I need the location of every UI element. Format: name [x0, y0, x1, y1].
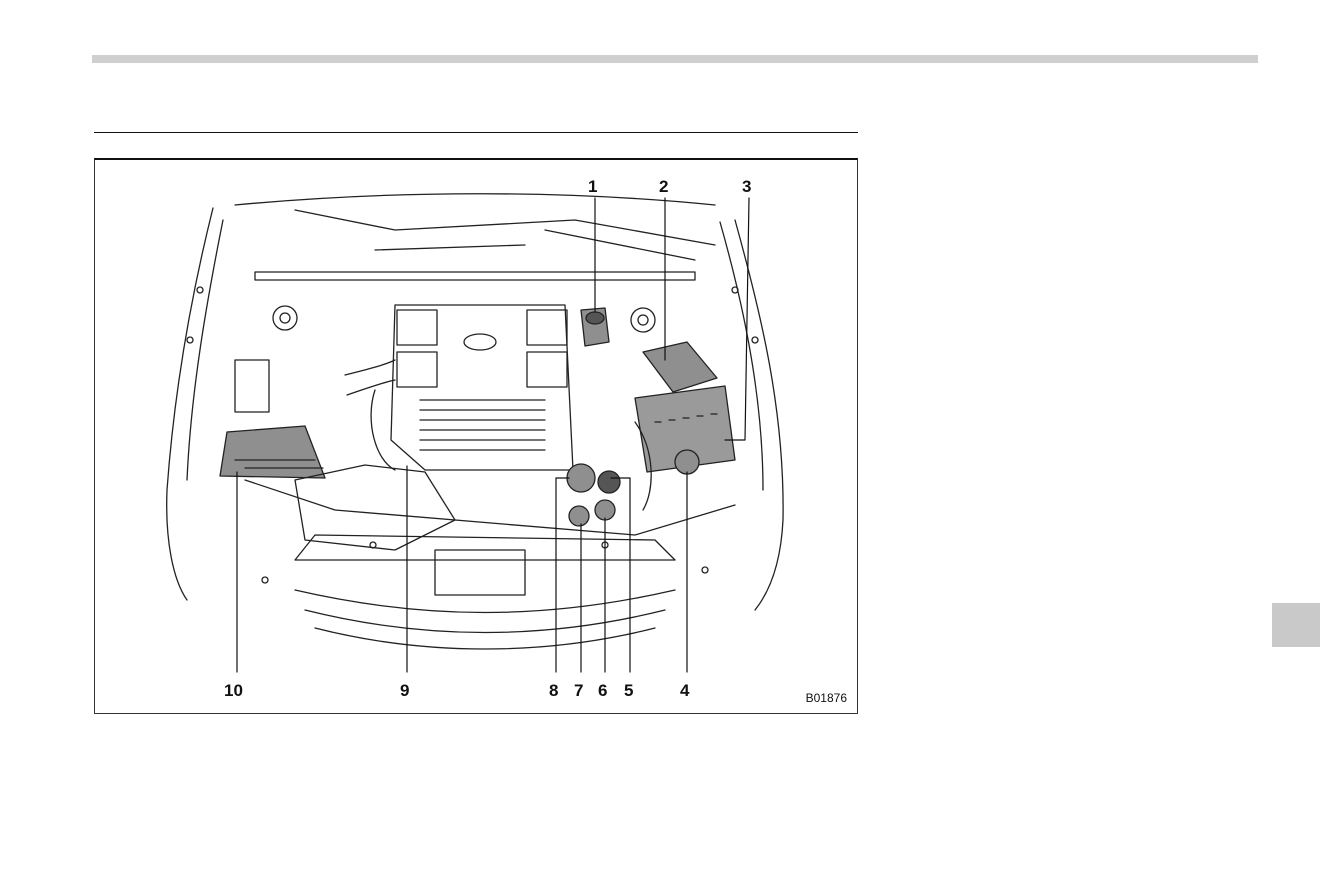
radiator-cap: [595, 500, 615, 520]
windshield-line: [235, 194, 715, 205]
callout-10: 10: [224, 682, 243, 699]
callout-7: 7: [574, 682, 583, 699]
cover-vent-tl: [397, 310, 437, 345]
right-strut-bolt: [638, 315, 648, 325]
grille-lines: [295, 590, 675, 649]
cover-vent-tr: [527, 310, 567, 345]
engine-oil-filler-cap: [567, 464, 595, 492]
header-rule: [92, 55, 1258, 63]
left-strut-bolt: [280, 313, 290, 323]
callout-1: 1: [588, 178, 597, 195]
wiper-right: [375, 230, 695, 260]
air-cleaner-box: [220, 426, 325, 478]
intake-duct: [345, 360, 395, 395]
brand-emblem: [464, 334, 496, 350]
hood-latch: [435, 550, 525, 595]
callout-9: 9: [400, 682, 409, 699]
figure-code: B01876: [806, 691, 847, 705]
callout-3: 3: [742, 178, 751, 195]
chapter-thumb-tab: [1272, 603, 1320, 647]
cover-vent-br: [527, 352, 567, 387]
section-divider: [94, 132, 858, 133]
callout-4: 4: [680, 682, 689, 699]
coolant-reservoir-cap: [598, 471, 620, 493]
front-bumper-beam: [295, 535, 675, 560]
cover-vent-bl: [397, 352, 437, 387]
left-fender-inner: [187, 220, 223, 480]
left-strut-tower: [273, 306, 297, 330]
relay-box: [235, 360, 269, 412]
right-strut-tower: [631, 308, 655, 332]
wiper-left: [295, 210, 715, 245]
callout-8: 8: [549, 682, 558, 699]
callout-2: 2: [659, 178, 668, 195]
cowl-panel: [255, 272, 695, 280]
engine-compartment-figure: 1 2 3 4 5 6 7 8 9 10 B01876: [94, 158, 858, 714]
left-fender-line: [167, 208, 213, 600]
engine-illustration: [95, 160, 857, 713]
callout-6: 6: [598, 682, 607, 699]
power-steering-cap: [569, 506, 589, 526]
callout-5: 5: [624, 682, 633, 699]
washer-fluid-cap: [675, 450, 699, 474]
radiator-support: [245, 480, 735, 535]
cover-slats: [420, 400, 545, 450]
brake-fluid-cap: [586, 312, 604, 324]
fuse-box: [643, 342, 717, 392]
